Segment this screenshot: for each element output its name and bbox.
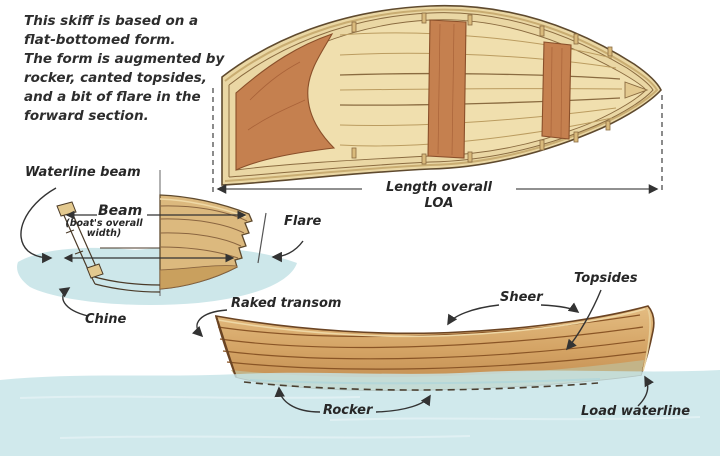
plan-stern-sheets <box>235 33 336 171</box>
intro-line: flat-bottomed form. <box>24 32 176 48</box>
sheer-arrow-left <box>447 304 500 326</box>
rocker-dashed-line <box>243 381 599 391</box>
raked-transom-label: Raked transom <box>231 296 342 311</box>
plan-frame-tabs <box>351 12 613 165</box>
beam-label: Beam <box>98 203 143 219</box>
callout-arrows <box>20 187 654 413</box>
plan-view <box>221 4 662 186</box>
intro-text: This skiff is based on a flat-bottomed f… <box>24 12 224 126</box>
rocker-label: Rocker <box>323 403 373 418</box>
beam-note-line2: width) <box>86 228 122 239</box>
plan-rub-rail <box>224 8 659 182</box>
profile-transom-edge <box>215 315 237 378</box>
flare-reference-line <box>257 212 267 264</box>
length-overall-label: Length overall <box>386 180 492 195</box>
topsides-arrow <box>565 289 602 351</box>
water-streaks <box>19 378 701 439</box>
plan-thwart-fwd <box>541 41 572 140</box>
intro-line: rocker, canted topsides, <box>24 70 207 86</box>
load-waterline-label: Load waterline <box>581 404 691 419</box>
flare-label: Flare <box>284 214 322 229</box>
beam-note-line1: (boat's overall <box>65 218 143 229</box>
plan-stern-grain <box>247 61 306 131</box>
plan-breasthook <box>624 81 649 99</box>
plan-thwart-grain <box>437 23 563 156</box>
load-waterline-arrow <box>637 375 654 407</box>
intro-line: and a bit of flare in the <box>24 89 201 105</box>
sheer-arrow-right <box>540 302 580 313</box>
chine-label: Chine <box>85 312 127 327</box>
loa-label: LOA <box>424 196 454 211</box>
plan-floorboard-seams <box>339 32 623 147</box>
waterline-beam-arrow <box>20 187 57 264</box>
raked-transom-arrow <box>191 309 228 338</box>
water-surface <box>0 370 720 456</box>
section-chine-block <box>86 263 104 279</box>
profile-sheer-highlight <box>217 308 646 338</box>
topsides-label: Topsides <box>574 271 638 286</box>
plan-inwale-line <box>228 12 654 178</box>
intro-line: The form is augmented by <box>24 51 225 67</box>
profile-stem-highlight <box>642 308 651 372</box>
flare-arrow <box>271 240 304 263</box>
section-bottom-panel <box>159 265 238 290</box>
waterline-beam-label: Waterline beam <box>25 165 141 180</box>
rocker-arrow-right <box>375 394 431 413</box>
plan-thwart-mid <box>427 19 467 159</box>
plan-keelson-lines <box>339 72 621 106</box>
loa-dimension <box>212 88 663 194</box>
rocker-arrow-left <box>274 386 321 413</box>
sheer-label: Sheer <box>500 290 543 305</box>
section-view <box>56 170 267 296</box>
chine-arrow <box>58 287 89 317</box>
intro-line: This skiff is based on a <box>24 13 199 29</box>
intro-line: forward section. <box>24 108 149 124</box>
